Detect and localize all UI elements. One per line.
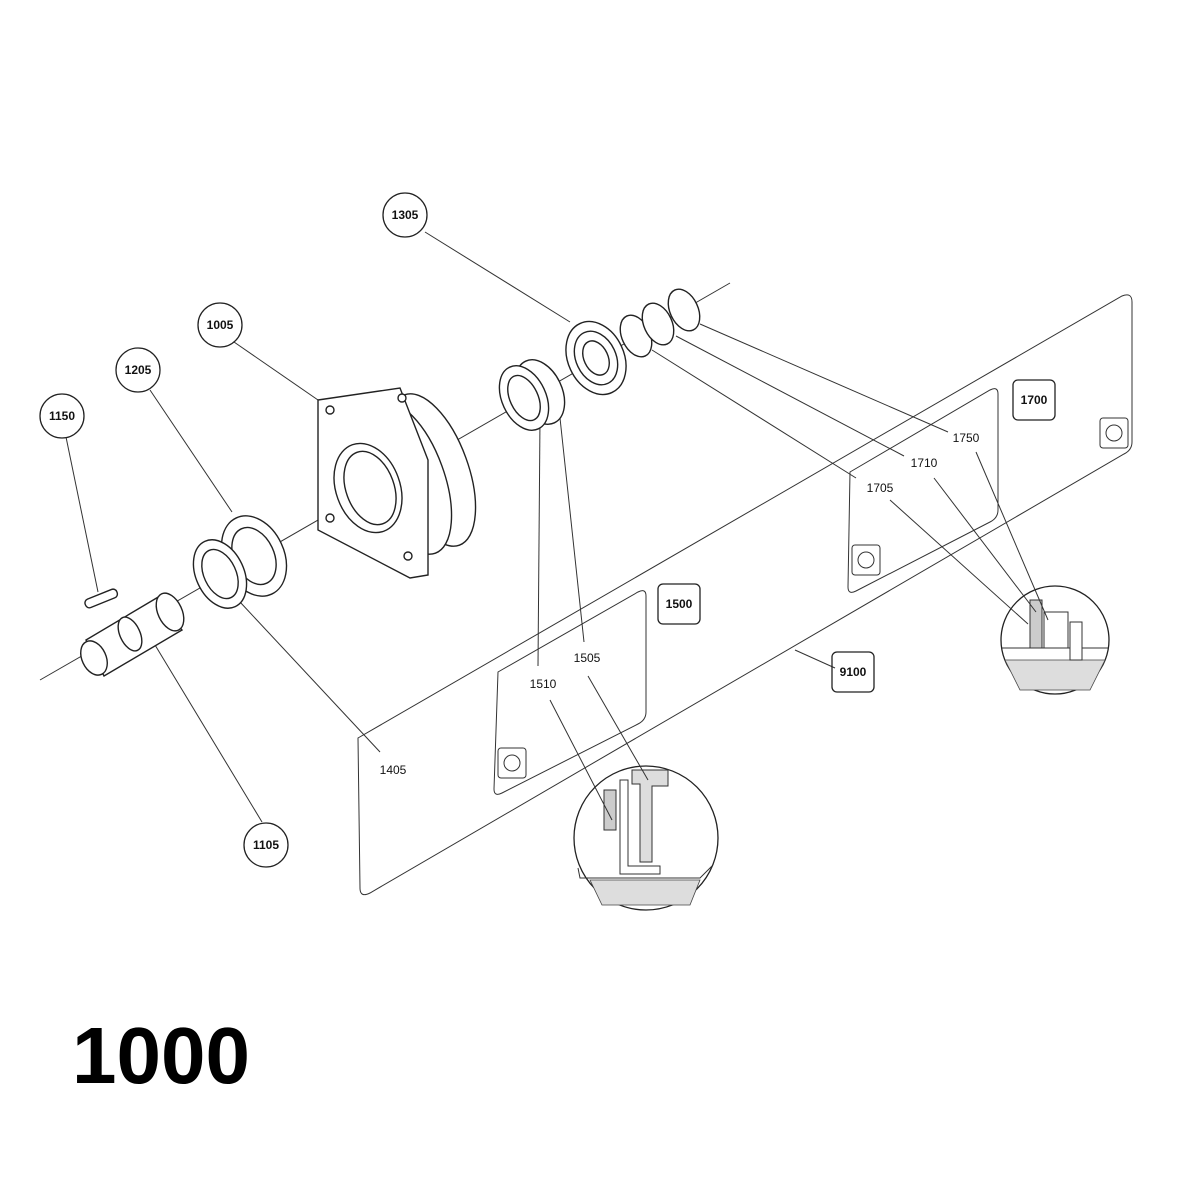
callout-1150: 1150 (39, 393, 85, 439)
panel-1700 (847, 388, 999, 593)
panel-1500 (493, 590, 647, 795)
seal-1405 (192, 539, 248, 609)
box-callout-1700: 1700 (1012, 379, 1056, 421)
panel-9100 (357, 294, 1133, 896)
flange-housing (317, 387, 477, 579)
callout-1005: 1005 (197, 302, 243, 348)
svg-text:1005: 1005 (207, 318, 234, 332)
label-1505: 1505 (574, 651, 601, 665)
detail-circle-1700 (1000, 585, 1110, 695)
shaft-seal (498, 359, 566, 431)
svg-text:1700: 1700 (1021, 393, 1048, 407)
box-callout-1500: 1500 (657, 583, 701, 625)
svg-text:1150: 1150 (49, 409, 75, 423)
label-1405: 1405 (380, 763, 407, 777)
seal-symbol-icon (497, 747, 527, 779)
splined-shaft (80, 592, 185, 677)
svg-text:1500: 1500 (666, 597, 693, 611)
assembly-number: 1000 (72, 1011, 250, 1100)
label-1705: 1705 (867, 481, 894, 495)
svg-text:1305: 1305 (392, 208, 419, 222)
seal-symbol-icon (1099, 417, 1129, 449)
svg-text:1105: 1105 (253, 838, 279, 852)
callout-1105: 1105 (243, 822, 289, 868)
callout-1205: 1205 (115, 347, 161, 393)
shaft-key (84, 588, 119, 609)
box-callout-9100: 9100 (831, 651, 875, 693)
svg-text:1205: 1205 (125, 363, 152, 377)
bearing-1305 (565, 320, 627, 396)
seal-symbol-icon (851, 544, 881, 576)
svg-text:9100: 9100 (840, 665, 867, 679)
callout-1305: 1305 (382, 192, 428, 238)
detail-circle-1500 (573, 765, 719, 911)
retaining-rings (619, 288, 701, 358)
label-1510: 1510 (530, 677, 557, 691)
label-1750: 1750 (953, 431, 980, 445)
label-1710: 1710 (911, 456, 938, 470)
